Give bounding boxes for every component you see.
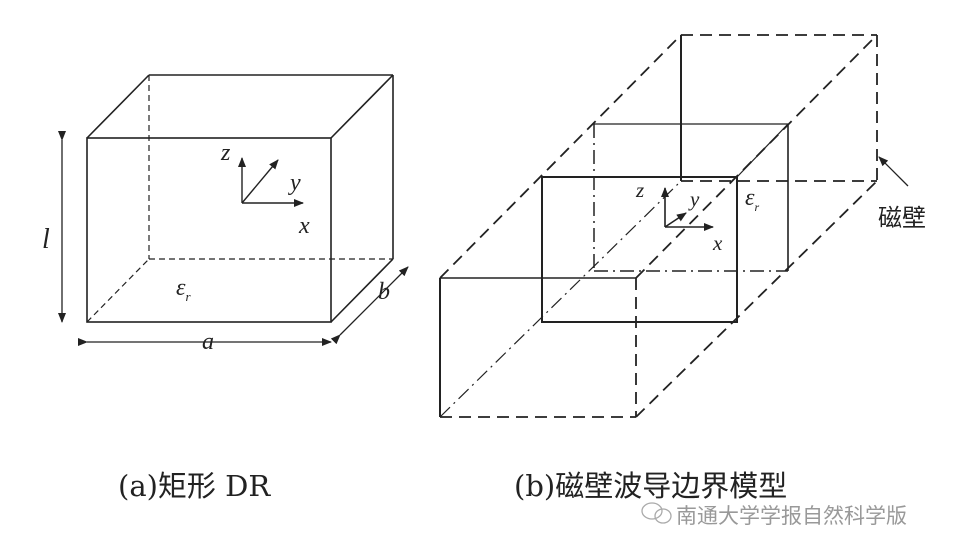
dimension-label-a: a <box>202 329 214 355</box>
dielectric-resonator <box>541 123 789 323</box>
caption-a: (a)矩形 DR <box>118 469 271 503</box>
caption-b: (b)磁壁波导边界模型 <box>514 469 788 503</box>
dr-box <box>86 74 394 323</box>
axis-label-x-b: x <box>713 231 723 255</box>
dimension-label-l: l <box>42 224 50 255</box>
axis-label-x-a: x <box>299 213 310 239</box>
axis-label-z-a: z <box>221 140 231 166</box>
permittivity-label-b: εr <box>745 185 760 214</box>
watermark: 南通大学学报自然科学版 <box>676 504 907 528</box>
permittivity-label-a: εr <box>176 275 191 304</box>
axis-label-z-b: z <box>636 178 645 202</box>
axis-label-y-b: y <box>690 187 700 211</box>
waveguide-walls <box>439 34 878 418</box>
axes-a <box>238 157 304 207</box>
dimension-label-b: b <box>378 279 390 305</box>
magnetic-wall-label: 磁壁 <box>878 204 926 232</box>
wall-pointer-arrow <box>878 156 909 187</box>
axes-b <box>661 187 714 231</box>
wechat-logo-icon <box>641 502 672 524</box>
axis-label-y-a: y <box>290 170 301 196</box>
dimension-arrows <box>58 131 409 346</box>
